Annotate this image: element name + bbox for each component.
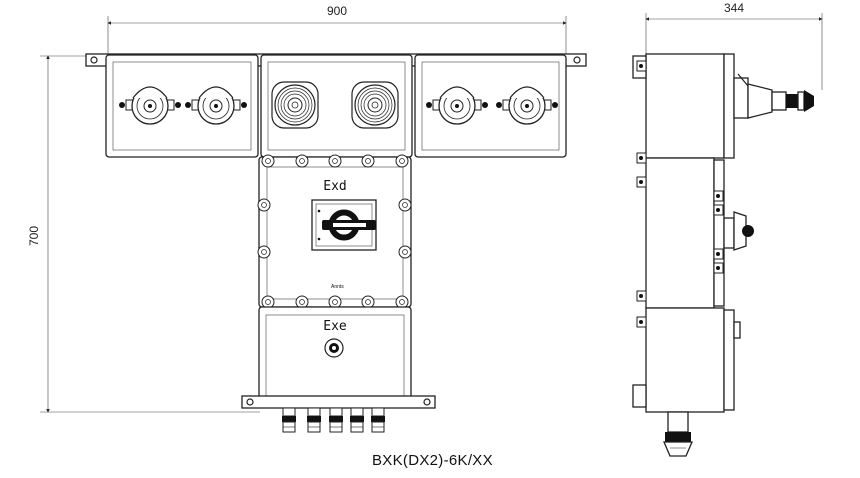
cable-gland-icon	[307, 407, 321, 433]
side-middle-enclosure	[645, 157, 715, 309]
dimension-width-label: 900	[327, 4, 347, 18]
side-mount-tab	[632, 384, 647, 408]
dimension-width: 900	[107, 4, 567, 60]
mount-hole-icon	[423, 398, 431, 406]
lens-socket-icon	[271, 81, 319, 129]
side-socket-plug-icon	[733, 73, 814, 119]
switch-brand-label: Annts	[331, 284, 344, 290]
bolt-icon	[361, 154, 375, 168]
bolt-icon	[398, 198, 412, 212]
exd-label: Exd	[323, 179, 346, 194]
socket-icon	[496, 86, 558, 125]
cable-glands	[282, 407, 385, 433]
bolt-icon	[328, 295, 342, 309]
bottom-mounting-rail	[241, 395, 436, 409]
cable-gland-icon	[350, 407, 364, 433]
side-view	[632, 53, 814, 457]
socket-box-right-cover	[421, 61, 560, 151]
mount-hole-icon	[90, 56, 98, 64]
side-indicator-icon	[733, 321, 741, 339]
mount-hole-icon	[573, 56, 581, 64]
bolt-icon	[261, 295, 275, 309]
cable-gland-icon	[329, 407, 343, 433]
side-bottom-enclosure	[645, 307, 725, 413]
bolt-icon	[361, 295, 375, 309]
model-number: BXK(DX2)-6K/XX	[372, 452, 493, 469]
bolt-icon	[295, 295, 309, 309]
socket-icon	[426, 86, 488, 125]
dimension-height: 700	[27, 55, 260, 413]
bolt-icon	[395, 154, 409, 168]
side-switch-knob-icon	[723, 211, 754, 251]
side-cable-gland-icon	[663, 411, 693, 457]
dimension-depth-label: 344	[724, 1, 744, 15]
socket-box-left-cover	[112, 61, 252, 151]
socket-box-center-cover	[267, 61, 406, 151]
bolt-icon	[257, 198, 271, 212]
bolt-icon	[261, 154, 275, 168]
dimension-height-label: 700	[27, 226, 41, 246]
exe-label: Exe	[323, 319, 347, 334]
socket-box-right	[414, 54, 567, 158]
socket-icon	[119, 86, 181, 125]
cable-gland-icon	[282, 407, 296, 433]
lens-socket-icon	[351, 81, 399, 129]
bolt-icon	[257, 245, 271, 259]
bolt-icon	[328, 154, 342, 168]
bolt-icon	[395, 295, 409, 309]
side-top-enclosure	[645, 53, 725, 159]
front-view: Exd Annts Exe	[85, 53, 587, 433]
socket-box-left	[105, 54, 259, 158]
indicator-button-icon	[324, 338, 344, 358]
mount-hole-icon	[246, 398, 254, 406]
dimension-depth: 344	[645, 1, 823, 90]
bolt-icon	[295, 154, 309, 168]
bolt-icon	[398, 245, 412, 259]
socket-icon	[185, 86, 247, 125]
cable-gland-icon	[371, 407, 385, 433]
